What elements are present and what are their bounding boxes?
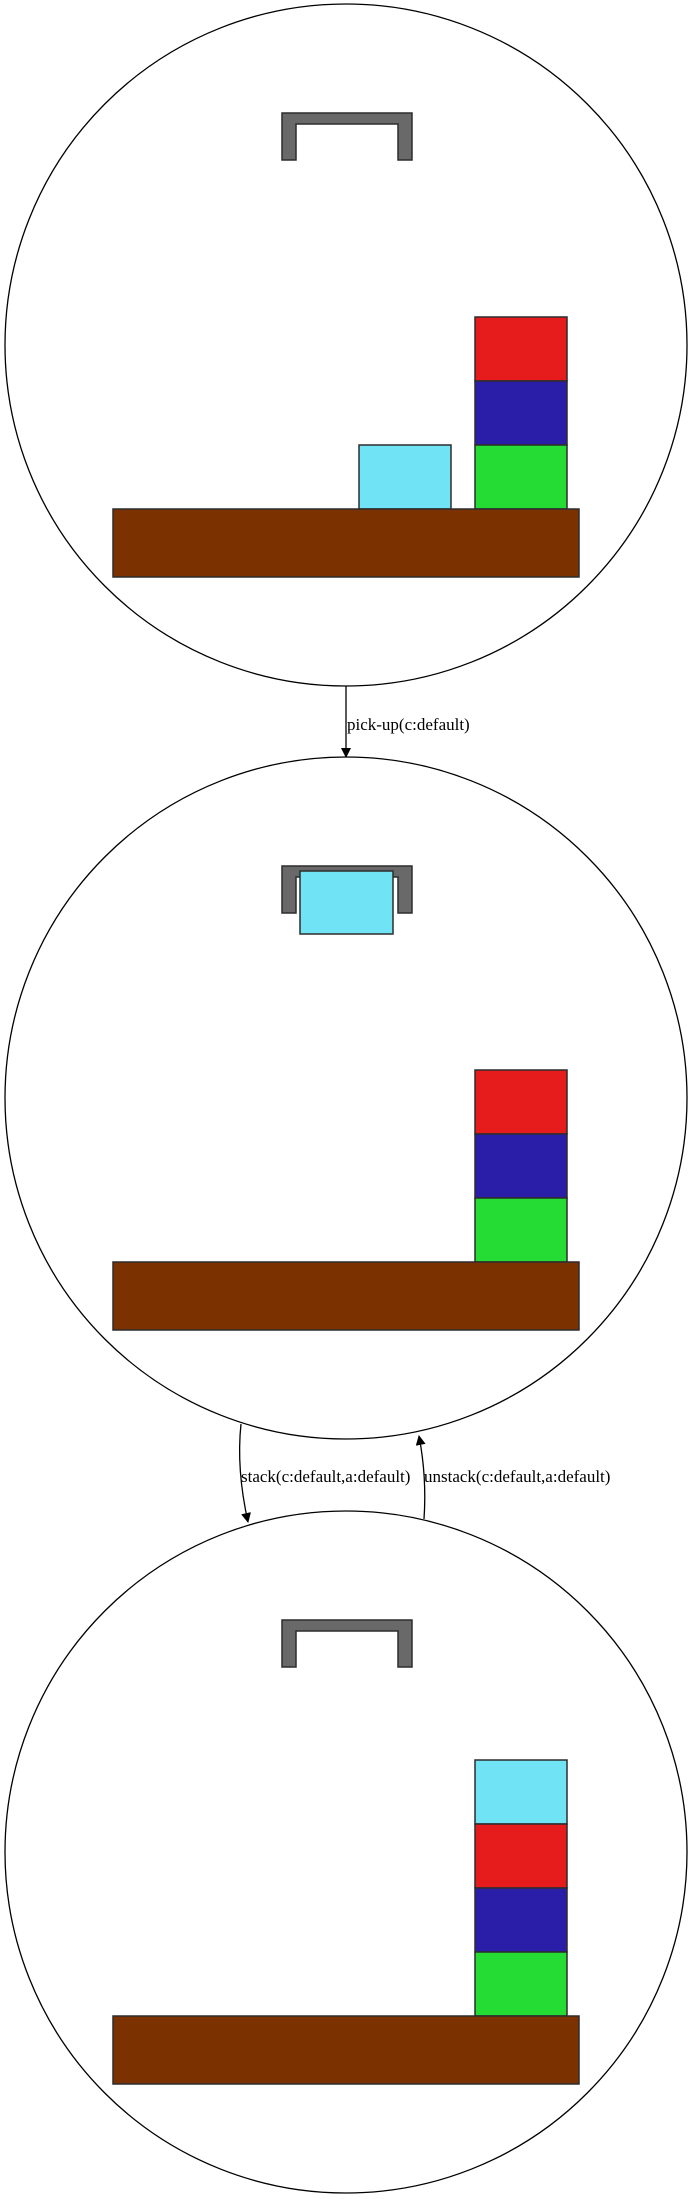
block-green [474, 1951, 568, 2017]
block-blue [474, 380, 568, 446]
block-red [474, 1069, 568, 1135]
gripper-icon [281, 112, 413, 161]
edge-stack[interactable]: stack(c:default,a:default) [239, 1423, 411, 1523]
block-green [474, 1197, 568, 1263]
state-circle [4, 756, 688, 1440]
block-blue [474, 1887, 568, 1953]
edge-unstack[interactable]: unstack(c:default,a:default) [415, 1435, 610, 1520]
block-blue [474, 1133, 568, 1199]
state-node-0[interactable] [4, 3, 688, 687]
edge-arrow [239, 1423, 251, 1523]
edge-label: stack(c:default,a:default) [241, 1467, 410, 1486]
state-circle [4, 1510, 688, 2194]
table [112, 1261, 580, 1331]
block-green [474, 444, 568, 510]
edge-arrow [415, 1435, 426, 1520]
table [112, 2015, 580, 2085]
block-cyan [474, 1759, 568, 1825]
state-circle [4, 3, 688, 687]
edge-label: pick-up(c:default) [347, 715, 470, 734]
block-red [474, 1823, 568, 1889]
table [112, 508, 580, 578]
gripper-icon [281, 1619, 413, 1668]
state-node-2[interactable] [4, 1510, 688, 2194]
block-cyan-held [299, 870, 394, 935]
block-red [474, 316, 568, 382]
state-node-1[interactable] [4, 756, 688, 1440]
edge-label: unstack(c:default,a:default) [424, 1467, 610, 1486]
block-cyan [358, 444, 452, 510]
edge-pick-up[interactable]: pick-up(c:default) [341, 686, 470, 758]
